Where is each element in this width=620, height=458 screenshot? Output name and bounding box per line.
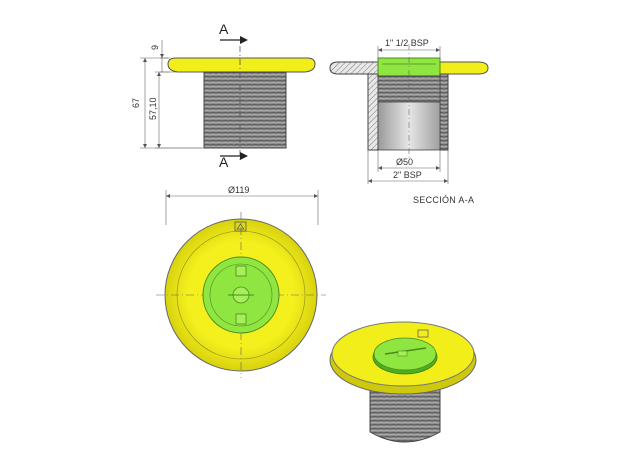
side-flange — [167, 57, 316, 73]
logo-mark-icon — [417, 329, 429, 338]
section-flange-right — [439, 61, 489, 75]
arrow-right-icon — [220, 36, 248, 44]
dim-total-height: 67 — [131, 57, 204, 149]
section-marker-bottom: A — [219, 154, 229, 170]
dim-bore-diameter-label: Ø50 — [396, 157, 413, 167]
side-view: A A 9 57,10 — [131, 21, 316, 170]
dim-outer-thread: 2" BSP — [367, 150, 449, 184]
logo-mark-icon — [234, 221, 247, 232]
dim-outer-diameter: Ø119 — [165, 185, 319, 225]
section-wall-left — [367, 73, 379, 151]
dim-outer-thread-label: 2" BSP — [393, 170, 422, 180]
dim-body-length: 57,10 — [148, 71, 202, 149]
dim-inner-thread: 1" 1/2 BSP — [377, 38, 441, 60]
arrow-right-icon — [220, 152, 248, 160]
section-title: SECCIÓN A-A — [413, 195, 474, 205]
side-thread-body — [203, 71, 287, 149]
dim-bore-diameter: Ø50 — [377, 150, 441, 172]
section-wall-right — [439, 73, 449, 151]
dim-total-height-label: 67 — [131, 98, 141, 108]
section-view: 1" 1/2 BSP Ø50 2" BSP SECCIÓN A-A — [329, 38, 489, 205]
top-view: Ø119 — [156, 185, 326, 378]
section-marker-top: A — [219, 21, 229, 37]
isometric-view — [329, 321, 477, 443]
dim-flange-thickness: 9 — [150, 40, 170, 73]
dim-flange-thickness-label: 9 — [150, 45, 160, 50]
section-flange-left — [329, 61, 379, 75]
dim-outer-diameter-label: Ø119 — [228, 185, 249, 195]
dim-body-length-label: 57,10 — [148, 97, 158, 120]
dim-inner-thread-label: 1" 1/2 BSP — [385, 38, 429, 48]
